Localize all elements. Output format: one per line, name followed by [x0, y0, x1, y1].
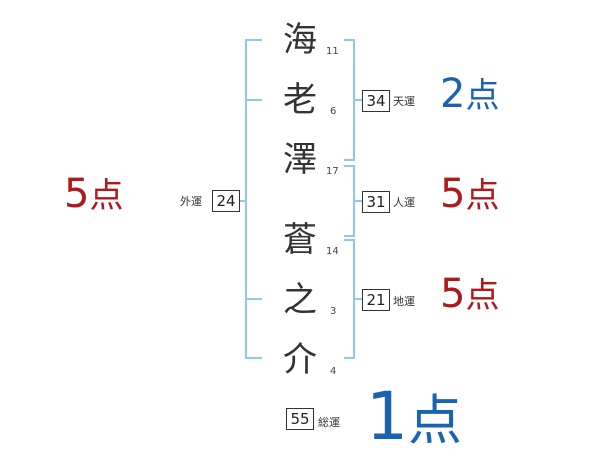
tenkaku-label: 天運	[393, 95, 415, 108]
tenkaku-score-number: 2	[440, 71, 466, 117]
chikaku-bracket	[344, 239, 355, 359]
stroke-count-6: 4	[330, 366, 337, 377]
soukaku-score: 1点	[366, 376, 462, 455]
stroke-count-2: 6	[330, 106, 337, 117]
name-char-2: 老	[283, 80, 317, 120]
tenkaku-score-unit: 点	[465, 76, 500, 116]
gaikaku-score-number: 5	[64, 171, 90, 217]
tenkaku-bracket	[344, 39, 355, 161]
soukaku-label: 総運	[318, 416, 340, 429]
jinkaku-score-unit: 点	[465, 176, 500, 216]
name-char-3: 澤	[283, 140, 317, 180]
soukaku-score-number: 1	[366, 378, 408, 455]
gaikaku-bracket	[245, 39, 262, 359]
chikaku-score-number: 5	[440, 271, 466, 317]
tenkaku-value-box: 34	[362, 90, 390, 112]
jinkaku-score: 5点	[440, 168, 499, 217]
jinkaku-label: 人運	[393, 196, 415, 209]
chikaku-label: 地運	[393, 295, 415, 308]
name-char-5: 之	[283, 280, 317, 320]
name-char-4: 蒼	[283, 220, 317, 260]
stroke-count-5: 3	[330, 306, 337, 317]
stroke-count-4: 14	[326, 246, 339, 257]
gaikaku-label: 外運	[180, 195, 202, 208]
chikaku-score: 5点	[440, 268, 499, 317]
chikaku-score-unit: 点	[465, 276, 500, 316]
name-char-6: 介	[283, 340, 317, 380]
jinkaku-value-box: 31	[362, 191, 390, 213]
soukaku-value-box: 55	[286, 408, 314, 430]
tenkaku-score: 2点	[440, 68, 499, 117]
soukaku-score-unit: 点	[408, 389, 462, 452]
gaikaku-score: 5点	[64, 168, 123, 217]
jinkaku-bracket	[344, 165, 355, 237]
gaikaku-value-box: 24	[212, 190, 240, 212]
chikaku-value-box: 21	[362, 289, 390, 311]
name-char-1: 海	[283, 20, 317, 60]
gaikaku-score-unit: 点	[89, 176, 124, 216]
jinkaku-score-number: 5	[440, 171, 466, 217]
stroke-count-1: 11	[326, 46, 339, 57]
stroke-count-3: 17	[326, 166, 339, 177]
